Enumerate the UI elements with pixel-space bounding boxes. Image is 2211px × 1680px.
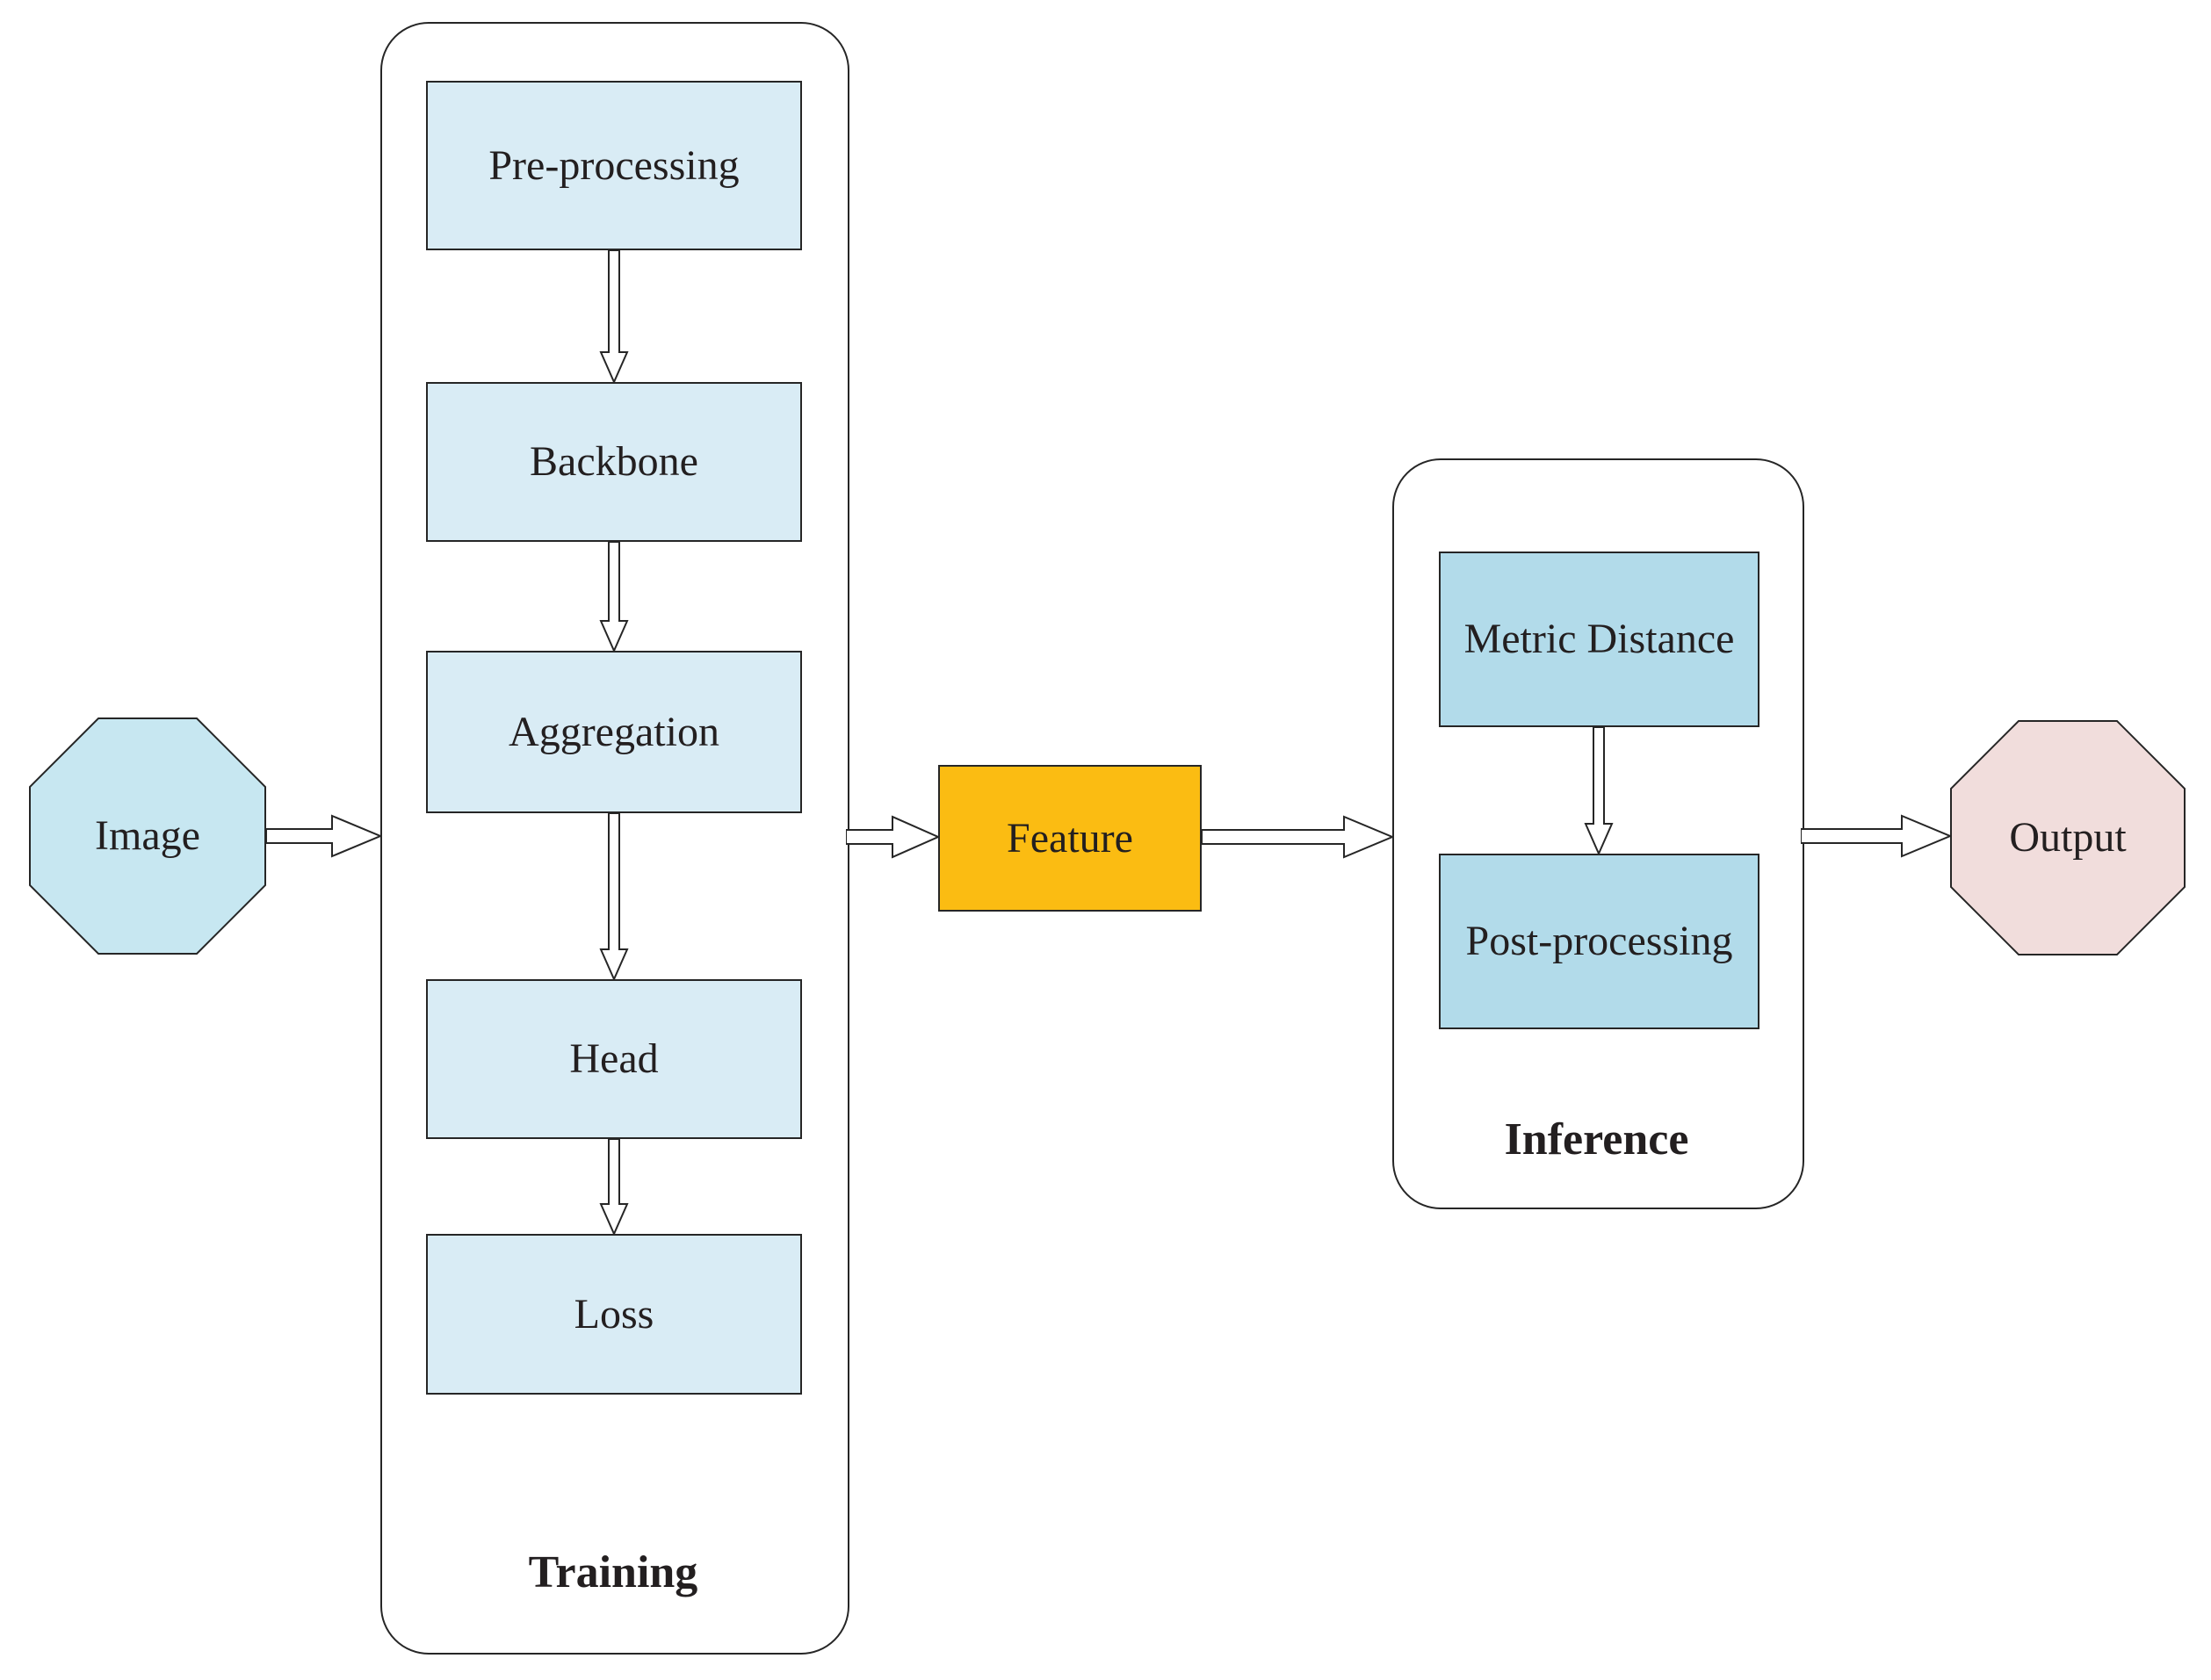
pre-processing-node: Pre-processing	[426, 81, 802, 250]
arrow-pre-to-backbone	[599, 250, 629, 382]
octagon-shape	[1950, 720, 2186, 955]
inference-group-label: Inference	[1504, 1114, 1689, 1164]
arrow-feature-to-inference	[1202, 815, 1392, 859]
aggregation-label: Aggregation	[509, 708, 719, 755]
arrow-training-to-feature	[846, 815, 938, 859]
training-group-label: Training	[528, 1547, 698, 1597]
arrow-aggregation-to-head	[599, 813, 629, 979]
metric-distance-label: Metric Distance	[1463, 616, 1735, 662]
arrow-metric-to-post	[1584, 727, 1614, 854]
metric-distance-node: Metric Distance	[1439, 552, 1759, 727]
octagon-shape	[29, 717, 266, 955]
output-node: Output	[1950, 720, 2186, 955]
image-node-label: Image	[95, 812, 200, 859]
feature-node: Feature	[938, 765, 1202, 912]
post-processing-label: Post-processing	[1465, 918, 1733, 964]
arrow-head-to-loss	[599, 1139, 629, 1234]
feature-label: Feature	[1007, 814, 1133, 862]
post-processing-node: Post-processing	[1439, 854, 1759, 1029]
image-node: Image	[29, 717, 266, 955]
backbone-node: Backbone	[426, 382, 802, 542]
loss-node: Loss	[426, 1234, 802, 1395]
arrow-inference-to-output	[1801, 814, 1950, 858]
arrow-image-to-training	[266, 814, 380, 858]
pre-processing-label: Pre-processing	[488, 141, 740, 189]
aggregation-node: Aggregation	[426, 651, 802, 813]
arrow-backbone-to-aggregation	[599, 542, 629, 651]
head-node: Head	[426, 979, 802, 1139]
backbone-label: Backbone	[530, 438, 698, 485]
head-label: Head	[569, 1035, 659, 1082]
output-node-label: Output	[2009, 814, 2127, 861]
loss-label: Loss	[574, 1290, 654, 1338]
